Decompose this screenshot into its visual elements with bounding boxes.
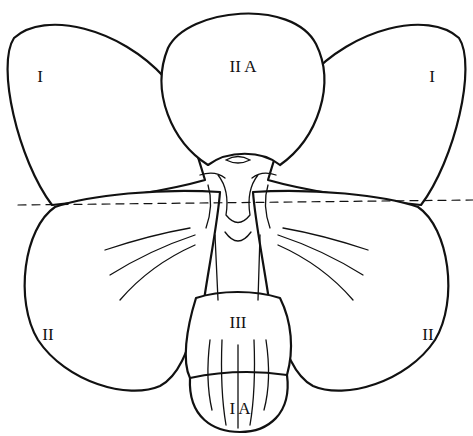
lip xyxy=(186,292,291,432)
lip-veins xyxy=(208,340,269,428)
part-label: I xyxy=(37,68,43,85)
part-label: I A xyxy=(229,400,250,417)
petal-veins-left xyxy=(105,228,195,300)
part-label: III xyxy=(230,314,247,331)
column xyxy=(200,157,276,301)
top-petal xyxy=(162,14,325,165)
petal-veins-right xyxy=(278,228,368,300)
part-label: II xyxy=(42,326,53,343)
part-label: II A xyxy=(230,58,257,75)
part-label: I xyxy=(429,68,435,85)
axis-line xyxy=(18,200,473,205)
part-label: II xyxy=(422,326,433,343)
